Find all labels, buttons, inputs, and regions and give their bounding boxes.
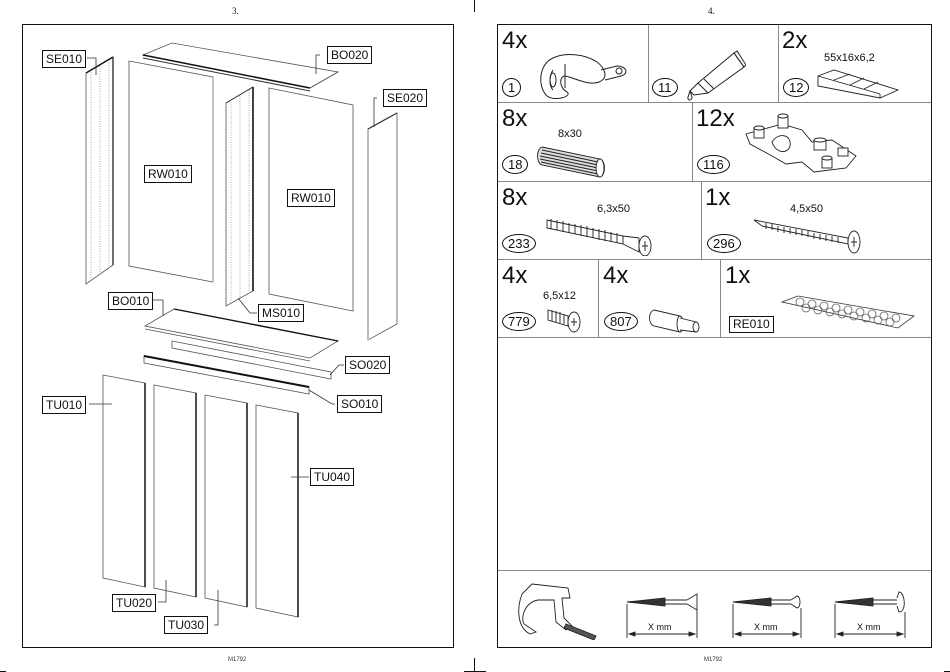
label-so010: SO010 [337,395,382,413]
left-footer-code: M1792 [228,657,246,663]
label-ms010: MS010 [258,304,304,322]
col-divider-r4a [598,259,599,337]
dimension: 6,3x50 [597,203,630,215]
measure-label-3: X mm [857,622,881,632]
glue-tube-icon [684,49,746,101]
part-id: 807 [604,312,638,331]
col-divider-r1b [778,25,779,102]
label-tu040: TU040 [310,468,354,486]
row-divider-1 [498,102,931,103]
countersunk-screw-icon [625,590,705,640]
cam-lock-icon [535,48,645,102]
pan-head-screw-icon [833,588,913,640]
confirmat-screw-icon [545,216,660,256]
label-tu020: TU020 [112,594,156,612]
label-se010: SE010 [42,50,86,68]
row-divider-3 [498,259,931,260]
label-rw010-right: RW010 [287,189,335,207]
row-divider-5 [498,570,931,571]
row-divider-2 [498,181,931,182]
felt-pad-sheet-icon [780,294,916,330]
part-id: 233 [502,234,536,253]
quantity: 1x [705,186,730,210]
part-id: 779 [502,312,536,331]
door-tu010 [103,375,145,587]
dimension: 8x30 [558,128,582,140]
label-so020: SO020 [345,356,390,374]
bottom-board-bo010 [145,309,338,361]
col-divider-r2 [692,102,693,181]
part-id: 296 [707,234,741,253]
part-id: 116 [697,155,730,174]
door-tu040 [256,405,298,617]
part-id: RE010 [729,316,774,333]
door-tu020 [154,385,196,597]
hinge-icon [742,112,867,178]
quantity: 2x [782,29,807,53]
quantity: 4x [603,264,628,288]
quantity: 4x [502,264,527,288]
shelf-pin-icon [646,306,704,336]
door-tu030 [205,395,247,607]
measure-label-2: X mm [754,622,778,632]
quantity: 12x [696,107,735,131]
side-panel-se010 [86,57,113,284]
col-divider-r4b [720,259,721,337]
screw-gauge-icon [512,580,602,640]
quantity: 8x [502,107,527,131]
short-screw-icon [546,306,582,334]
col-divider-r1a [648,25,649,102]
dimension: 55x16x6,2 [824,52,875,64]
dimension: 6,5x12 [543,290,576,302]
wedge-shim-icon [816,68,900,100]
empty-area [498,338,931,570]
middle-partition-ms010 [226,87,253,306]
wooden-dowel-icon [536,145,606,179]
label-bo020: BO020 [327,46,372,64]
side-panel-se020 [368,113,397,340]
right-footer-code: M1792 [704,657,722,663]
part-id: 11 [652,78,678,97]
quantity: 1x [725,264,750,288]
right-page-number: 4. [708,6,715,16]
wood-screw-icon [752,218,864,254]
label-bo010: BO010 [108,292,153,310]
quantity: 4x [502,29,527,53]
label-tu030: TU030 [164,616,208,634]
label-rw010-left: RW010 [144,165,192,183]
dimension: 4,5x50 [790,203,823,215]
measure-label-1: X mm [648,622,672,632]
raised-head-screw-icon [731,590,811,640]
label-se020: SE020 [383,89,427,107]
quantity: 8x [502,186,527,210]
col-divider-r3 [701,181,702,259]
label-tu010: TU010 [42,396,86,414]
